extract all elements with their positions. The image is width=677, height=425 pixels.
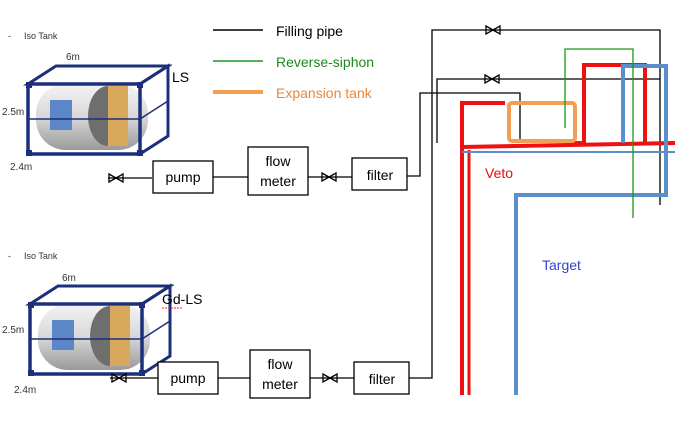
veto-label: Veto: [485, 165, 513, 181]
pump-label: pump: [165, 169, 200, 185]
target-vessel-outer: [514, 64, 668, 395]
tank-content-label: Gd-LS: [162, 291, 202, 307]
iso-tank-icon: [26, 284, 172, 378]
filter-label: filter: [369, 371, 396, 387]
legend-expansion-tank-label: Expansion tank: [276, 85, 373, 101]
pump-box: [157, 361, 219, 395]
expansion-tank: [507, 101, 577, 143]
filling-pipe: [409, 29, 661, 379]
iso-tank-dash: -: [8, 31, 11, 41]
reverse-siphon-pipe: [564, 48, 634, 218]
iso-tank-header: Iso Tank: [24, 251, 58, 261]
flow-meter-label-line1: flow: [266, 153, 292, 169]
tank-length-label: 6m: [62, 273, 76, 284]
filling-pipe: [407, 92, 521, 177]
filling-pipe: [436, 78, 660, 143]
flow-meter-box: [249, 349, 311, 399]
iso-tank-dash: -: [8, 251, 11, 261]
filter-label: filter: [367, 167, 394, 183]
pipeline-ls: pump flow meter filter: [108, 74, 660, 196]
tank-height-label: 2.5m: [2, 107, 24, 118]
tank-width-label: 2.4m: [14, 385, 36, 396]
iso-tank-icon: [24, 64, 170, 158]
iso-tank-gdls: - Iso Tank 6m 2.5m 2.4m Gd-LS: [2, 251, 202, 396]
detector: Veto Target: [460, 48, 676, 395]
legend-reverse-siphon-label: Reverse-siphon: [276, 54, 374, 70]
veto-lid: [461, 141, 676, 149]
flow-meter-label-line2: meter: [262, 376, 298, 392]
filter-box: [351, 157, 408, 191]
tank-content-label: LS: [172, 69, 189, 85]
tank-height-label: 2.5m: [2, 325, 24, 336]
pump-label: pump: [170, 370, 205, 386]
pump-box: [152, 160, 214, 194]
tank-length-label: 6m: [66, 52, 80, 63]
flow-meter-label-line1: flow: [268, 356, 294, 372]
tank-width-label: 2.4m: [10, 162, 32, 173]
legend-filling-pipe-label: Filling pipe: [276, 23, 343, 39]
flow-meter-box: [247, 146, 309, 196]
target-label: Target: [542, 257, 581, 273]
iso-tank-ls: - Iso Tank 6m 2.5m 2.4m LS: [2, 31, 189, 173]
flow-meter-label-line2: meter: [260, 173, 296, 189]
filter-box: [353, 361, 410, 395]
veto-vessel-outer: [460, 101, 505, 395]
legend: Filling pipe Reverse-siphon Expansion ta…: [213, 23, 374, 101]
iso-tank-header: Iso Tank: [24, 31, 58, 41]
pipeline-gdls: pump flow meter filter: [110, 25, 661, 399]
